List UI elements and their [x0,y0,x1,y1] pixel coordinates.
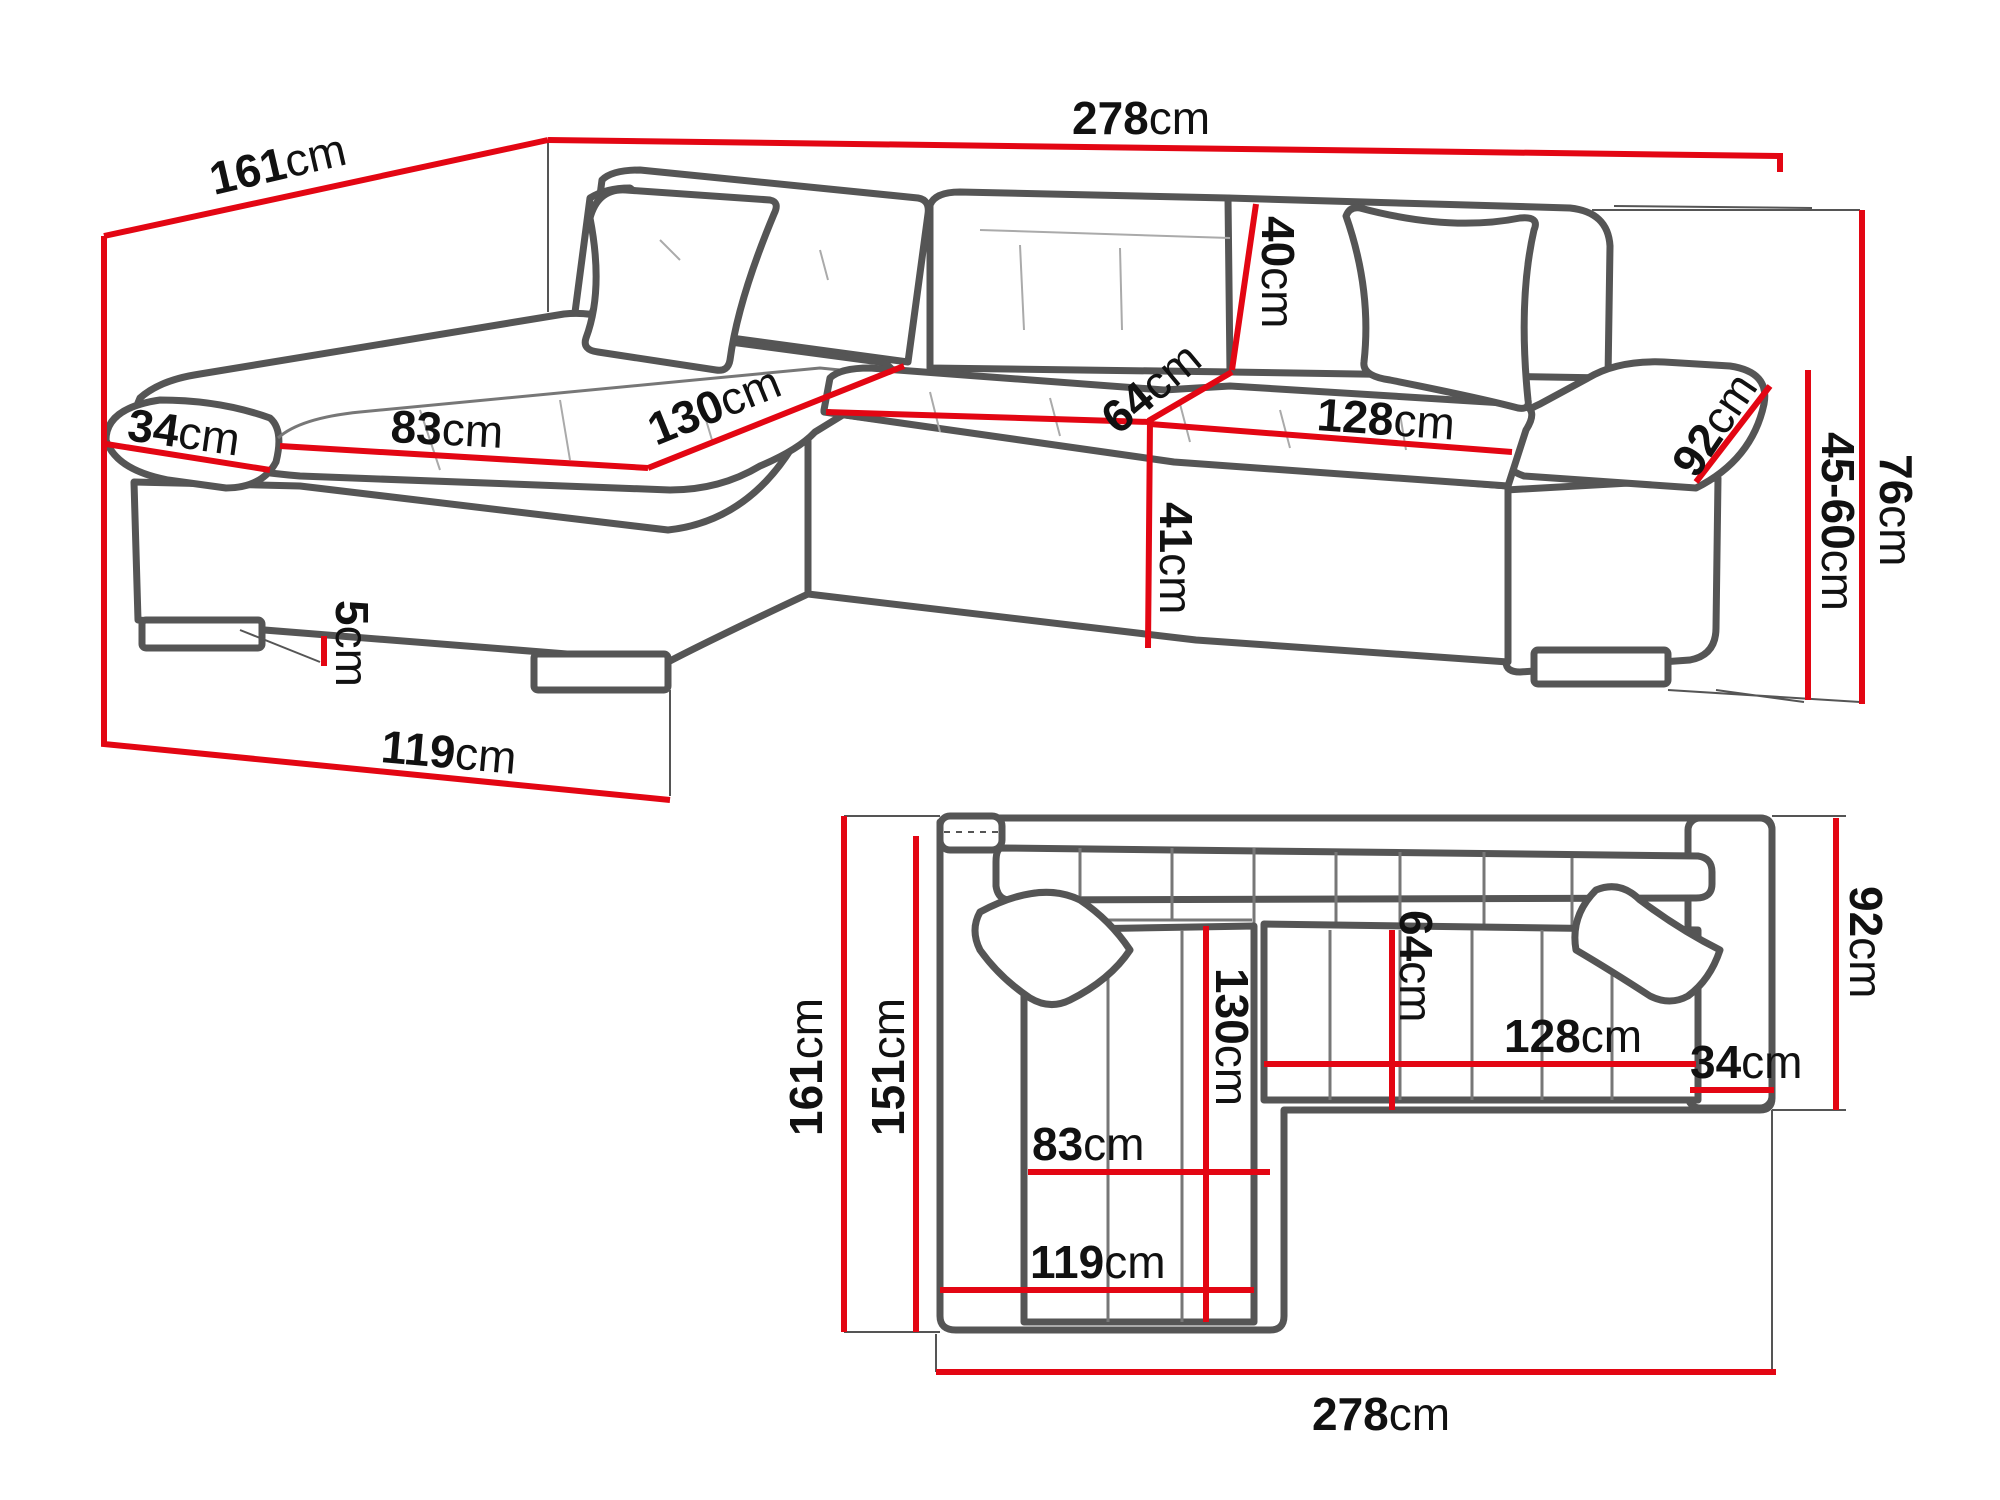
perspective-sofa-drawing [102,140,1861,796]
label-chaise-seat-width: 83cm [389,400,504,458]
label-width-total: 278cm [1072,92,1210,144]
dimline-chaise-seat-width [279,443,649,471]
label-top-armrest-width: 34cm [1690,1036,1803,1088]
label-top-seat-width: 128cm [1504,1010,1642,1062]
dimline-depth-total [103,137,549,239]
label-seat-depth: 64cm [1091,332,1211,444]
dimline-seat-front [825,409,1151,425]
dimline-chaise-width [101,236,671,803]
label-top-chaise-width: 119cm [1030,1236,1166,1288]
label-seat-width: 128cm [1315,388,1456,450]
label-top-chaise-inner: 151cm [862,998,914,1136]
label-top-width-total: 278cm [1312,1388,1450,1440]
dimline-armrest-width-left [105,441,271,473]
top-view-sofa-drawing [844,812,1846,1372]
label-top-chaise-seat-length: 130cm [1206,968,1258,1106]
perspective-dimension-lines [101,137,1865,803]
dimline-chaise-seat-length [646,363,906,471]
dimline-seat-width [1149,421,1513,455]
top-view-dimension-lines [841,816,1839,1375]
perspective-view: 278cm 161cm 40cm 34cm 83cm 130cm 64cm 12… [101,92,1922,803]
label-top-depth-total: 161cm [780,998,832,1136]
top-view-labels: 161cm 151cm 130cm 64cm 92cm 128cm 34cm 8… [780,886,1892,1440]
label-chaise-width: 119cm [379,720,519,784]
label-leg-height: 5cm [326,600,378,687]
label-top-armrest-depth: 92cm [1840,886,1892,999]
dimline-backrest-height [1229,203,1259,371]
dimline-width-total [547,137,1783,172]
label-total-height: 76cm [1870,454,1922,567]
label-depth-total: 161cm [205,123,351,205]
label-armrest-width-left: 34cm [125,398,244,465]
top-view: 161cm 151cm 130cm 64cm 92cm 128cm 34cm 8… [780,812,1892,1440]
label-armrest-height: 45-60cm [1812,432,1864,611]
dimline-armrest-depth [1693,384,1773,484]
label-backrest-height: 40cm [1252,216,1304,329]
label-top-chaise-seat-width: 83cm [1032,1118,1145,1170]
label-seat-height: 41cm [1150,502,1202,615]
label-top-seat-depth: 64cm [1390,910,1442,1023]
